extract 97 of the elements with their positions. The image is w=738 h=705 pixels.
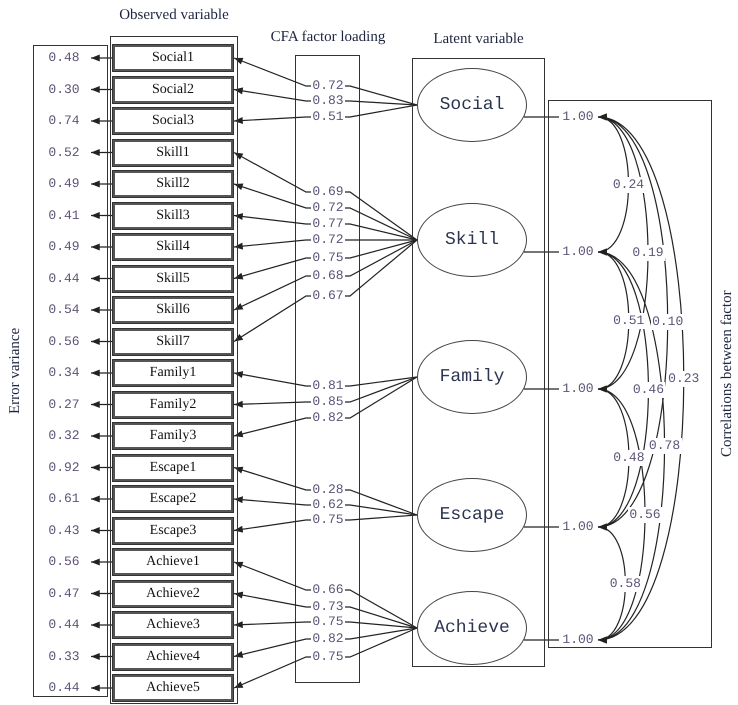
edge-label: 0.58 xyxy=(608,576,642,592)
latent-variable-ellipse: Social xyxy=(417,68,527,142)
observed-variable-box: Skill2 xyxy=(113,171,233,197)
latent-variable-ellipse: Achieve xyxy=(417,591,527,665)
edge-label: 0.56 xyxy=(628,506,662,522)
observed-variable-box: Achieve4 xyxy=(113,644,233,670)
observed-variable-box: Family2 xyxy=(113,392,233,418)
arrow xyxy=(91,180,112,188)
observed-variable-box: Skill7 xyxy=(113,328,233,354)
error-variance-value: 0.32 xyxy=(38,428,90,444)
edge-label: 0.48 xyxy=(612,450,646,466)
observed-variable-box: Achieve5 xyxy=(113,675,233,701)
latent-variable-ellipse: Skill xyxy=(417,203,527,277)
arrow xyxy=(598,116,684,641)
arrow xyxy=(91,370,112,376)
arrow xyxy=(91,118,112,124)
connector-line xyxy=(524,639,559,641)
latent-variable-ellipse: Escape xyxy=(417,478,527,552)
observed-variable-box: Skill4 xyxy=(113,234,233,260)
arrow xyxy=(91,527,112,534)
arrow xyxy=(91,496,112,502)
error-variance-value: 0.33 xyxy=(38,648,90,664)
arrow xyxy=(91,432,112,440)
factor-variance-value: 1.00 xyxy=(560,381,596,397)
column-title: Error variance xyxy=(6,326,24,416)
arrow xyxy=(598,526,626,642)
observed-variable-box: Social2 xyxy=(113,76,233,102)
edge-label: 0.51 xyxy=(612,312,646,328)
observed-variable-box: Achieve1 xyxy=(113,549,233,575)
arrow xyxy=(91,622,112,628)
edge-label: 0.19 xyxy=(631,245,665,261)
arrow xyxy=(91,306,112,314)
arrow xyxy=(91,86,112,93)
error-variance-value: 0.44 xyxy=(38,617,90,633)
connector-line xyxy=(524,526,559,528)
observed-variable-box: Skill5 xyxy=(113,266,233,292)
error-variance-value: 0.43 xyxy=(38,522,90,538)
arrow xyxy=(91,653,112,660)
factor-variance-value: 1.00 xyxy=(560,109,596,125)
arrow xyxy=(91,558,112,566)
arrow xyxy=(91,244,112,250)
arrow xyxy=(91,212,112,219)
factor-variance-value: 1.00 xyxy=(560,244,596,260)
arrow xyxy=(91,54,112,62)
column-title: Observed variable xyxy=(118,6,230,24)
edge-label: 0.78 xyxy=(648,438,682,454)
column-title: CFA factor loading xyxy=(270,28,386,46)
arrow xyxy=(91,684,112,692)
error-variance-value: 0.47 xyxy=(38,586,90,602)
arrow xyxy=(91,401,112,408)
observed-variable-box: Family3 xyxy=(113,423,233,449)
observed-variable-box: Skill3 xyxy=(113,202,233,228)
observed-variable-box: Escape2 xyxy=(113,486,233,512)
error-variance-value: 0.61 xyxy=(38,491,90,507)
edge-label: 0.10 xyxy=(650,314,685,330)
edge-label: 0.46 xyxy=(631,382,666,398)
observed-variable-box: Escape3 xyxy=(113,518,233,544)
error-variance-value: 0.41 xyxy=(38,208,90,224)
error-variance-value: 0.44 xyxy=(38,680,90,696)
arrow xyxy=(598,251,666,641)
connector-line xyxy=(524,116,559,118)
arrow xyxy=(91,590,112,597)
error-variance-value: 0.74 xyxy=(38,113,90,129)
error-variance-value: 0.34 xyxy=(38,365,90,381)
error-variance-value: 0.52 xyxy=(38,144,90,160)
observed-variable-box: Social3 xyxy=(113,108,233,134)
error-variance-value: 0.44 xyxy=(38,270,90,286)
error-variance-value: 0.49 xyxy=(38,239,90,255)
arrow xyxy=(91,275,112,282)
column-title: Correlations between factor xyxy=(718,290,736,460)
error-variance-value: 0.56 xyxy=(38,554,90,570)
connector-line xyxy=(524,388,559,390)
error-variance-value: 0.30 xyxy=(38,82,90,98)
error-variance-value: 0.49 xyxy=(38,176,90,192)
arrow xyxy=(91,464,112,471)
observed-variable-box: Skill6 xyxy=(113,297,233,323)
error-variance-value: 0.54 xyxy=(38,302,90,318)
observed-variable-box: Social1 xyxy=(113,45,233,71)
factor-variance-value: 1.00 xyxy=(560,519,596,535)
error-variance-value: 0.27 xyxy=(38,396,90,412)
latent-variable-ellipse: Family xyxy=(417,340,527,414)
factor-variance-value: 1.00 xyxy=(560,632,596,648)
arrow xyxy=(91,149,112,156)
observed-variable-box: Achieve3 xyxy=(113,612,233,638)
edge-label: 0.24 xyxy=(611,176,646,192)
observed-variable-box: Achieve2 xyxy=(113,580,233,606)
edge-label: 0.23 xyxy=(666,370,701,386)
observed-variable-box: Escape1 xyxy=(113,454,233,480)
observed-variable-box: Family1 xyxy=(113,360,233,386)
arrow xyxy=(598,388,630,528)
arrow xyxy=(91,338,112,345)
column-title: Latent variable xyxy=(432,30,525,48)
connector-line xyxy=(524,251,559,253)
error-variance-value: 0.56 xyxy=(38,334,90,350)
observed-variable-box: Skill1 xyxy=(113,140,233,166)
error-variance-value: 0.92 xyxy=(38,460,90,476)
error-variance-value: 0.48 xyxy=(38,50,90,66)
